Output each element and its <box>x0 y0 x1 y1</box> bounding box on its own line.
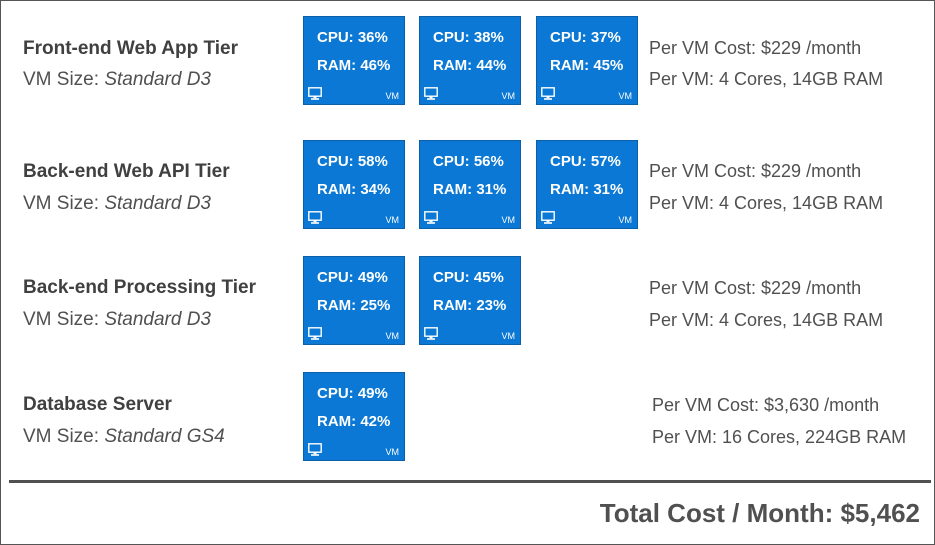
divider <box>9 480 931 483</box>
vm-tag: VM <box>618 91 633 101</box>
vm-cpu: CPU: 58% <box>317 153 388 170</box>
vm-size-label: VM Size: <box>23 309 100 330</box>
tier-name: Back-end Processing Tier <box>23 277 257 298</box>
total-cost: Total Cost / Month: $5,462 <box>599 498 920 528</box>
tier-name: Front-end Web App Tier <box>23 38 238 59</box>
per-vm-spec: Per VM: 4 Cores, 14GB RAM <box>649 69 884 89</box>
monitor-icon <box>308 87 322 100</box>
monitor-icon <box>424 87 438 100</box>
vm-ram: RAM: 42% <box>317 413 391 430</box>
vm-cpu: CPU: 38% <box>433 29 504 46</box>
per-vm-cost: Per VM Cost: $229 /month <box>649 161 862 181</box>
per-vm-cost: Per VM Cost: $229 /month <box>649 278 862 298</box>
vm-ram: RAM: 34% <box>317 181 391 198</box>
vm-cpu: CPU: 36% <box>317 29 388 46</box>
vm-cpu: CPU: 56% <box>433 153 504 170</box>
vm-tag: VM <box>618 215 633 225</box>
vm-ram: RAM: 46% <box>317 57 391 74</box>
vm-tile[interactable]: CPU: 56% RAM: 31% VM <box>419 140 521 229</box>
vm-size-value: Standard D3 <box>104 309 211 330</box>
monitor-icon <box>541 211 555 224</box>
vm-tile[interactable]: CPU: 57% RAM: 31% VM <box>536 140 638 229</box>
vm-ram: RAM: 44% <box>433 57 507 74</box>
per-vm-spec: Per VM: 16 Cores, 224GB RAM <box>652 427 907 447</box>
vm-ram: RAM: 25% <box>317 297 391 314</box>
vm-tile[interactable]: CPU: 49% RAM: 25% VM <box>303 256 405 345</box>
monitor-icon <box>308 327 322 340</box>
vm-ram: RAM: 31% <box>550 181 624 198</box>
vm-size-label: VM Size: <box>23 69 100 90</box>
per-vm-spec: Per VM: 4 Cores, 14GB RAM <box>649 310 884 330</box>
vm-cpu: CPU: 49% <box>317 385 388 402</box>
vm-size-value: Standard D3 <box>104 69 211 90</box>
per-vm-spec: Per VM: 4 Cores, 14GB RAM <box>649 193 884 213</box>
vm-cpu: CPU: 57% <box>550 153 621 170</box>
vm-tag: VM <box>385 91 400 101</box>
monitor-icon <box>424 327 438 340</box>
vm-tag: VM <box>501 331 516 341</box>
vm-ram: RAM: 23% <box>433 297 507 314</box>
tier-vm-size: VM Size: Standard D3 <box>23 69 211 91</box>
vm-size-label: VM Size: <box>23 426 100 447</box>
tier-vm-size: VM Size: Standard D3 <box>23 193 211 215</box>
vm-tile[interactable]: CPU: 38% RAM: 44% VM <box>419 16 521 105</box>
vm-tag: VM <box>385 215 400 225</box>
vm-tile[interactable]: CPU: 49% RAM: 42% VM <box>303 372 405 461</box>
vm-cpu: CPU: 49% <box>317 269 388 286</box>
vm-tile[interactable]: CPU: 45% RAM: 23% VM <box>419 256 521 345</box>
vm-tile[interactable]: CPU: 37% RAM: 45% VM <box>536 16 638 105</box>
per-vm-cost: Per VM Cost: $229 /month <box>649 38 862 58</box>
vm-ram: RAM: 45% <box>550 57 624 74</box>
per-vm-cost: Per VM Cost: $3,630 /month <box>652 395 880 415</box>
vm-tag: VM <box>385 331 400 341</box>
vm-ram: RAM: 31% <box>433 181 507 198</box>
monitor-icon <box>308 211 322 224</box>
vm-size-value: Standard D3 <box>104 193 211 214</box>
vm-cpu: CPU: 37% <box>550 29 621 46</box>
tier-name: Database Server <box>23 394 172 415</box>
vm-size-value: Standard GS4 <box>104 426 225 447</box>
vm-tag: VM <box>501 91 516 101</box>
monitor-icon <box>308 443 322 456</box>
vm-size-label: VM Size: <box>23 193 100 214</box>
tier-vm-size: VM Size: Standard GS4 <box>23 426 225 448</box>
tier-name: Back-end Web API Tier <box>23 161 230 182</box>
vm-cpu: CPU: 45% <box>433 269 504 286</box>
tier-vm-size: VM Size: Standard D3 <box>23 309 211 331</box>
vm-tag: VM <box>501 215 516 225</box>
vm-tile[interactable]: CPU: 36% RAM: 46% VM <box>303 16 405 105</box>
monitor-icon <box>541 87 555 100</box>
monitor-icon <box>424 211 438 224</box>
vm-tag: VM <box>385 447 400 457</box>
vm-tile[interactable]: CPU: 58% RAM: 34% VM <box>303 140 405 229</box>
